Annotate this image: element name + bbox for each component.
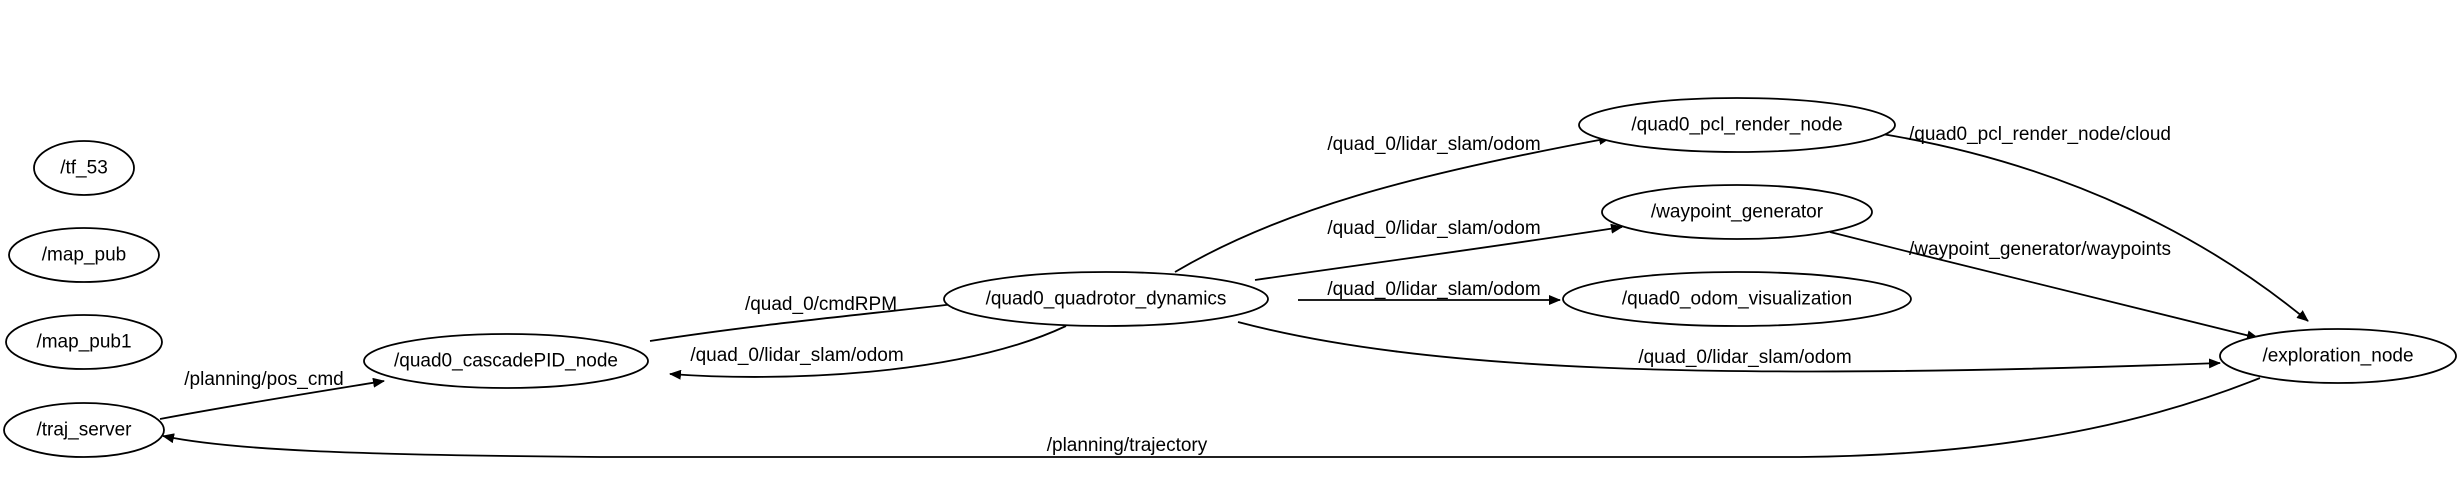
node-exploration-shape[interactable]	[2219, 328, 2457, 384]
node-cascadepid-label: /quad0_cascadePID_node	[394, 351, 618, 372]
edge-pcl-cloud-line[interactable]	[1881, 133, 2309, 322]
edge-odom-to-pcl-line[interactable]	[1174, 135, 1611, 273]
node-exploration-label: /exploration_node	[2262, 346, 2413, 367]
edges-layer: /planning/pos_cmd /quad_0/cmdRPM /quad_0…	[159, 124, 2309, 458]
node-waypoint-generator-shape[interactable]	[1601, 184, 1873, 240]
edge-pcl-cloud[interactable]: /quad0_pcl_render_node/cloud	[1881, 124, 2309, 322]
node-map-pub-shape[interactable]	[8, 227, 160, 283]
edge-waypoints-label: /waypoint_generator/waypoints	[1909, 239, 2171, 260]
node-dynamics-shape[interactable]	[943, 271, 1269, 327]
edge-cmd-rpm-label: /quad_0/cmdRPM	[745, 294, 897, 315]
node-odom-visualization-shape[interactable]	[1562, 271, 1912, 327]
edge-trajectory-line[interactable]	[162, 377, 2261, 458]
edge-odom-to-exploration-line[interactable]	[1237, 321, 2221, 373]
node-odom-visualization-label: /quad0_odom_visualization	[1622, 289, 1852, 310]
node-tf-53-shape[interactable]	[33, 140, 135, 196]
edge-cmd-rpm-line[interactable]	[649, 299, 964, 342]
node-waypoint-generator[interactable]: /waypoint_generator	[1601, 184, 1873, 240]
node-map-pub1-label: /map_pub1	[36, 332, 131, 353]
node-pcl-render-label: /quad0_pcl_render_node	[1631, 115, 1842, 136]
edge-odom-to-vis-label: /quad_0/lidar_slam/odom	[1327, 279, 1540, 300]
edge-pcl-cloud-label: /quad0_pcl_render_node/cloud	[1909, 124, 2171, 145]
edge-trajectory[interactable]: /planning/trajectory	[162, 377, 2261, 458]
node-traj-server-shape[interactable]	[3, 402, 165, 458]
edge-odom-to-pid[interactable]: /quad_0/lidar_slam/odom	[669, 325, 1067, 380]
node-tf-53-label: /tf_53	[60, 158, 108, 179]
node-map-pub-label: /map_pub	[42, 245, 127, 266]
node-dynamics[interactable]: /quad0_quadrotor_dynamics	[943, 271, 1269, 327]
edge-odom-to-exploration-label: /quad_0/lidar_slam/odom	[1638, 347, 1851, 368]
node-waypoint-generator-label: /waypoint_generator	[1651, 202, 1824, 223]
edge-odom-to-waypoint-label: /quad_0/lidar_slam/odom	[1327, 218, 1540, 239]
node-cascadepid-shape[interactable]	[363, 333, 649, 389]
node-cascadepid[interactable]: /quad0_cascadePID_node	[363, 333, 649, 389]
edge-odom-to-pcl-label: /quad_0/lidar_slam/odom	[1327, 134, 1540, 155]
edge-cmd-rpm[interactable]: /quad_0/cmdRPM	[649, 294, 964, 342]
node-tf-53[interactable]: /tf_53	[33, 140, 135, 196]
edge-waypoints-line[interactable]	[1829, 231, 2259, 341]
node-traj-server[interactable]: /traj_server	[3, 402, 165, 458]
edge-pos-cmd-line[interactable]	[159, 377, 385, 420]
nodes-layer: /tf_53 /map_pub /map_pub1 /traj_server /…	[3, 97, 2457, 458]
edge-odom-to-pcl[interactable]: /quad_0/lidar_slam/odom	[1174, 134, 1611, 273]
edge-pos-cmd[interactable]: /planning/pos_cmd	[159, 369, 385, 420]
edge-odom-to-waypoint[interactable]: /quad_0/lidar_slam/odom	[1254, 218, 1623, 281]
edge-odom-to-pid-label: /quad_0/lidar_slam/odom	[690, 345, 903, 366]
node-pcl-render[interactable]: /quad0_pcl_render_node	[1578, 97, 1896, 153]
node-map-pub1-shape[interactable]	[5, 314, 163, 370]
node-map-pub1[interactable]: /map_pub1	[5, 314, 163, 370]
edge-pos-cmd-label: /planning/pos_cmd	[184, 369, 344, 390]
node-traj-server-label: /traj_server	[36, 420, 132, 441]
node-map-pub[interactable]: /map_pub	[8, 227, 160, 283]
edge-odom-to-vis[interactable]: /quad_0/lidar_slam/odom	[1298, 279, 1561, 305]
edge-odom-to-waypoint-line[interactable]	[1254, 223, 1623, 281]
edge-odom-to-pid-line[interactable]	[669, 325, 1067, 380]
edge-odom-to-exploration[interactable]: /quad_0/lidar_slam/odom	[1237, 321, 2221, 373]
node-dynamics-label: /quad0_quadrotor_dynamics	[986, 289, 1227, 310]
edge-waypoints[interactable]: /waypoint_generator/waypoints	[1829, 231, 2259, 341]
node-odom-visualization[interactable]: /quad0_odom_visualization	[1562, 271, 1912, 327]
node-exploration[interactable]: /exploration_node	[2219, 328, 2457, 384]
node-pcl-render-shape[interactable]	[1578, 97, 1896, 153]
edge-trajectory-label: /planning/trajectory	[1047, 435, 1208, 456]
